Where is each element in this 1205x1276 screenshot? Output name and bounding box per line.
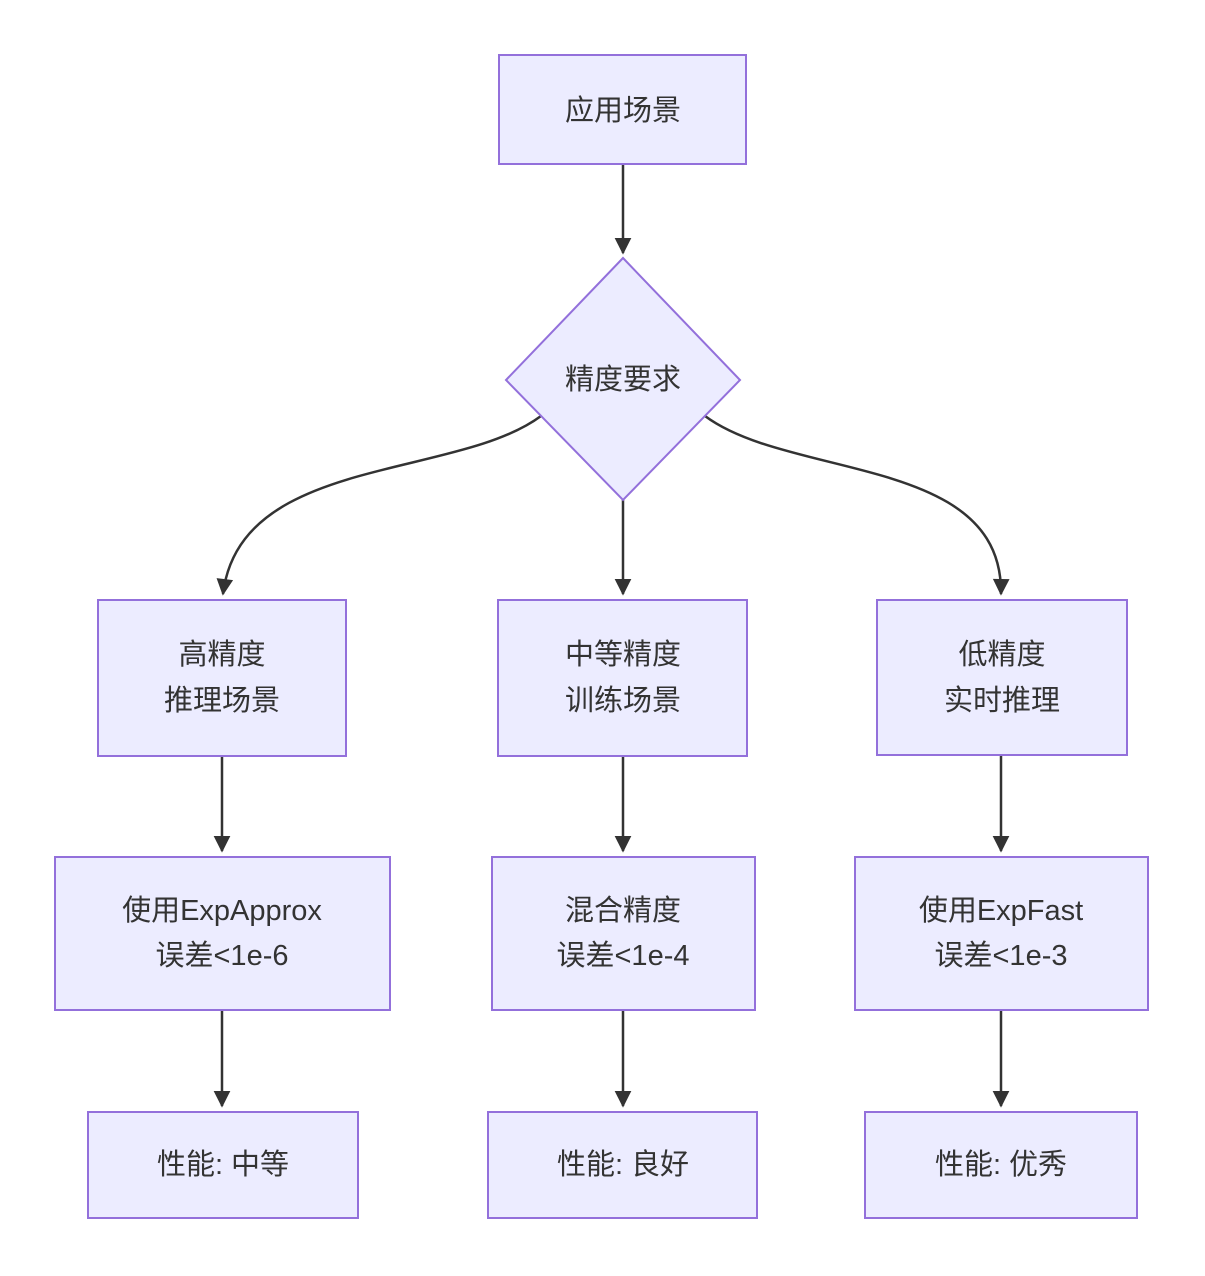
node-perf-good-label: 性能: 良好 <box>557 1148 689 1181</box>
node-expapprox-line2: 误差<1e-6 <box>156 939 289 972</box>
node-medium-precision-line2: 训练场景 <box>565 684 681 717</box>
edge-decision-low <box>704 414 1010 596</box>
node-expapprox-line1: 使用ExpApprox <box>122 894 322 927</box>
node-perf-medium: 性能: 中等 <box>87 1111 359 1219</box>
node-low-precision-line2: 实时推理 <box>944 684 1060 717</box>
node-mixed-precision-line2: 误差<1e-4 <box>557 939 690 972</box>
node-high-precision-shape <box>97 599 347 757</box>
node-high-precision-line1: 高精度 <box>178 638 265 671</box>
node-mixed-precision-line1: 混合精度 <box>565 894 681 927</box>
node-expapprox: 使用ExpApprox 误差<1e-6 <box>54 856 391 1011</box>
node-application-scenario-shape <box>498 54 747 165</box>
node-perf-excellent-label: 性能: 优秀 <box>935 1148 1067 1181</box>
node-expfast-line1: 使用ExpFast <box>919 894 1083 927</box>
node-perf-medium-shape <box>87 1111 359 1219</box>
node-perf-good: 性能: 良好 <box>487 1111 758 1219</box>
edge-group <box>213 164 1010 1108</box>
node-high-precision-line2: 推理场景 <box>164 684 280 717</box>
node-high-precision: 高精度 推理场景 <box>97 599 347 757</box>
node-low-precision-shape <box>876 599 1128 756</box>
node-expfast-shape <box>854 856 1149 1011</box>
node-perf-medium-label: 性能: 中等 <box>157 1148 289 1181</box>
node-perf-excellent: 性能: 优秀 <box>864 1111 1138 1219</box>
edge-decision-high <box>216 414 542 596</box>
node-precision-decision: 精度要求 <box>504 256 742 502</box>
node-medium-precision-shape <box>497 599 748 757</box>
node-precision-decision-shape <box>504 256 742 502</box>
node-application-scenario: 应用场景 <box>498 54 747 165</box>
node-application-scenario-label: 应用场景 <box>565 94 681 127</box>
node-precision-decision-label: 精度要求 <box>565 363 681 396</box>
node-perf-good-shape <box>487 1111 758 1219</box>
node-expfast: 使用ExpFast 误差<1e-3 <box>854 856 1149 1011</box>
node-mixed-precision-shape <box>491 856 756 1011</box>
node-expapprox-shape <box>54 856 391 1011</box>
node-low-precision: 低精度 实时推理 <box>876 599 1128 756</box>
node-medium-precision: 中等精度 训练场景 <box>497 599 748 757</box>
node-low-precision-line1: 低精度 <box>958 638 1045 671</box>
node-mixed-precision: 混合精度 误差<1e-4 <box>491 856 756 1011</box>
node-medium-precision-line1: 中等精度 <box>565 638 681 671</box>
node-expfast-line2: 误差<1e-3 <box>935 939 1068 972</box>
node-perf-excellent-shape <box>864 1111 1138 1219</box>
